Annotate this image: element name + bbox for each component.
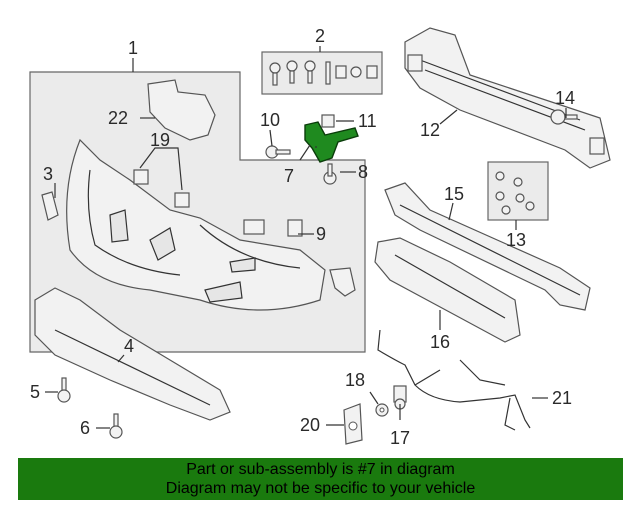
part-15-absorber[interactable] bbox=[384, 182, 591, 311]
part-19-clips[interactable] bbox=[133, 169, 190, 208]
part-11-clip[interactable] bbox=[321, 114, 335, 128]
callout-17: 17 bbox=[390, 428, 410, 448]
part-5-bolt[interactable] bbox=[57, 377, 71, 403]
callout-9: 9 bbox=[316, 224, 326, 244]
callout-16: 16 bbox=[430, 332, 450, 352]
info-banner-line-1: Part or sub-assembly is #7 in diagram bbox=[186, 461, 455, 478]
callout-18: 18 bbox=[345, 370, 365, 390]
callout-4: 4 bbox=[124, 336, 134, 356]
part-21-harness[interactable] bbox=[377, 329, 531, 431]
callout-8: 8 bbox=[358, 162, 368, 182]
callout-22: 22 bbox=[108, 108, 128, 128]
callout-19: 19 bbox=[150, 130, 170, 150]
part-13-bolts[interactable] bbox=[495, 171, 535, 215]
part-10-bolt[interactable] bbox=[265, 145, 291, 159]
callout-3: 3 bbox=[43, 164, 53, 184]
part-3-bracket[interactable] bbox=[41, 191, 59, 221]
callout-1: 1 bbox=[128, 38, 138, 58]
part-2-hardware-box bbox=[261, 51, 383, 95]
callout-14: 14 bbox=[555, 88, 575, 108]
parts-diagram: 1 2 3 4 5 6 7 8 9 10 11 12 13 14 15 16 1… bbox=[29, 26, 611, 448]
callout-10: 10 bbox=[260, 110, 280, 130]
part-13-hardware-box bbox=[487, 161, 549, 221]
callout-20: 20 bbox=[300, 415, 320, 435]
callout-12: 12 bbox=[420, 120, 440, 140]
callout-7: 7 bbox=[284, 166, 294, 186]
part-18-washer[interactable] bbox=[375, 403, 389, 417]
part-6-bolt[interactable] bbox=[109, 413, 123, 439]
part-16-absorber[interactable] bbox=[374, 237, 521, 343]
callout-21: 21 bbox=[552, 388, 572, 408]
part-12-beam[interactable] bbox=[404, 27, 611, 169]
callout-13: 13 bbox=[506, 230, 526, 250]
callout-2: 2 bbox=[315, 26, 325, 46]
callout-15: 15 bbox=[444, 184, 464, 204]
part-2-fasteners[interactable] bbox=[269, 60, 378, 86]
callout-5: 5 bbox=[30, 382, 40, 402]
part-7-bracket[interactable] bbox=[304, 121, 359, 163]
leader-lines bbox=[45, 46, 567, 429]
info-banner-line-2: Diagram may not be specific to your vehi… bbox=[165, 480, 476, 497]
info-banner: Part or sub-assembly is #7 in diagram Di… bbox=[18, 458, 623, 500]
callout-6: 6 bbox=[80, 418, 90, 438]
part-9-clip[interactable] bbox=[243, 219, 303, 237]
callout-11: 11 bbox=[358, 111, 377, 131]
bumper-cover[interactable] bbox=[66, 138, 356, 311]
part-20-bracket[interactable] bbox=[343, 403, 363, 445]
part-4-deflector[interactable] bbox=[34, 287, 231, 421]
part-22-shield[interactable] bbox=[147, 79, 216, 141]
part-8-bolt[interactable] bbox=[323, 163, 337, 185]
part-14-bolt[interactable] bbox=[550, 109, 578, 125]
